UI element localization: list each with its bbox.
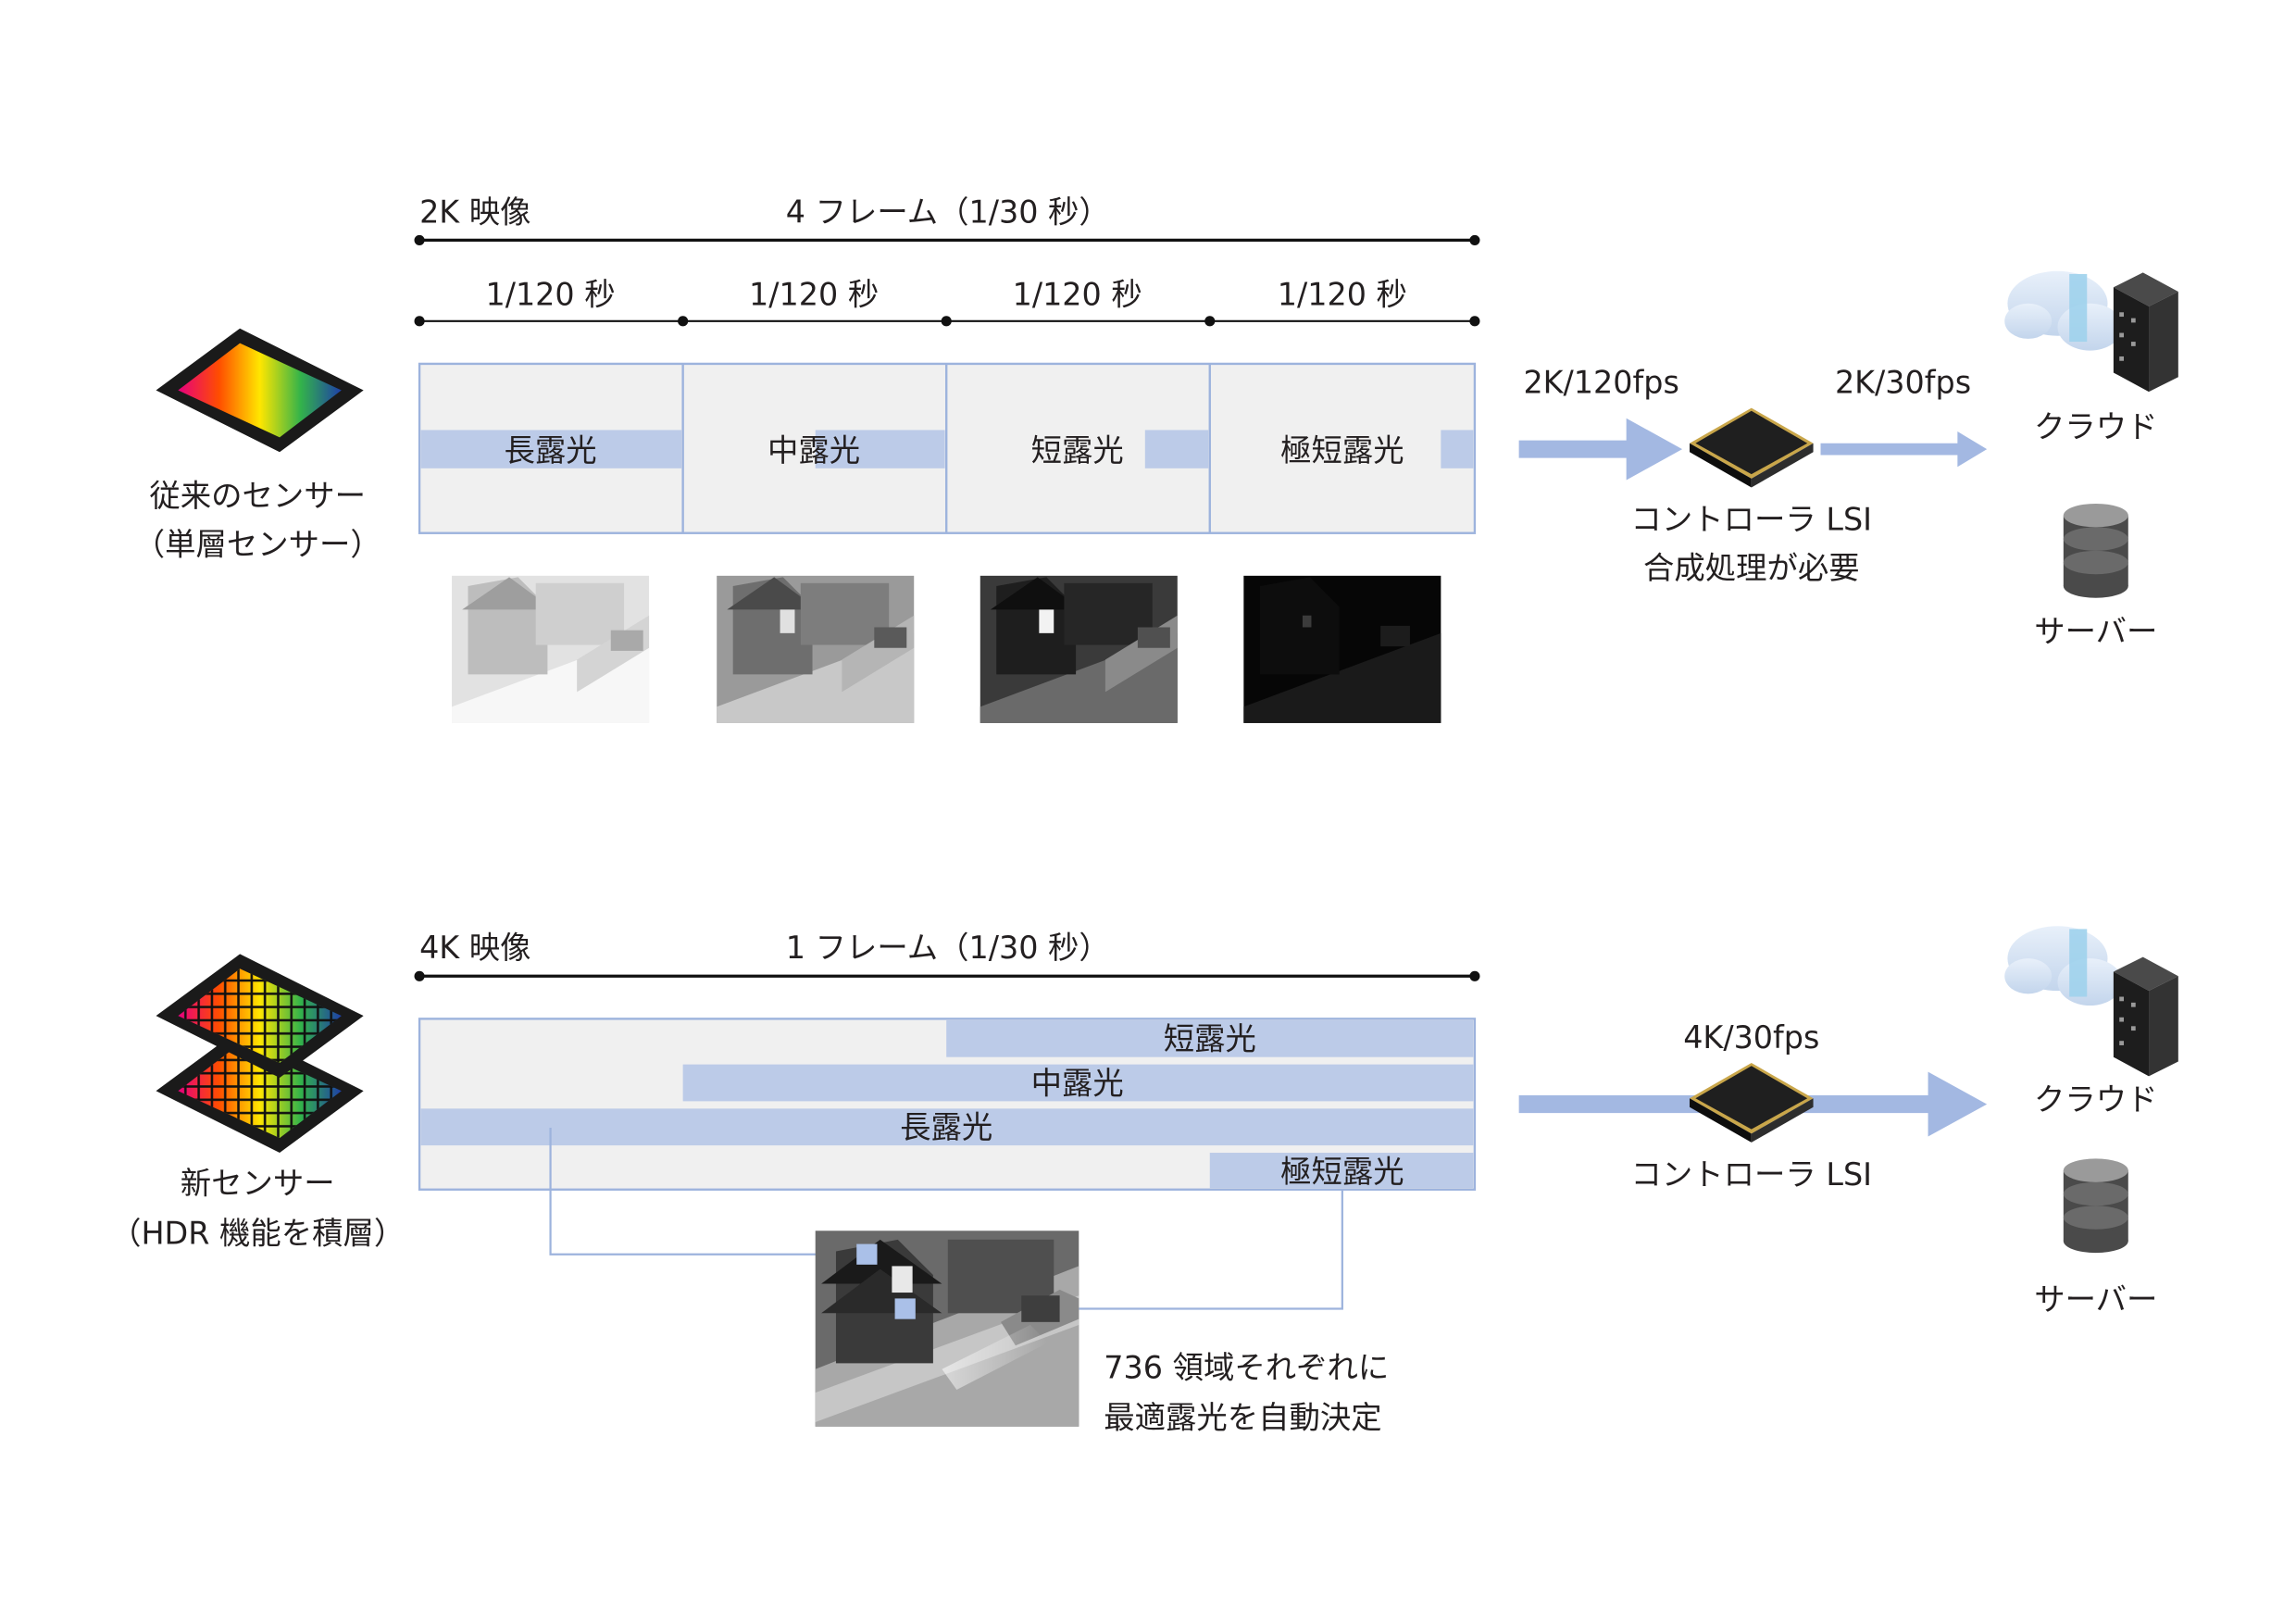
- long-exposure-bar: [420, 1108, 1474, 1146]
- server-rack-icon: [2113, 956, 2178, 1077]
- conventional-sensor-subcaption: （単層センサー）: [134, 527, 381, 563]
- top-frames-label: 4 フレーム（1/30 秒）: [786, 194, 1110, 230]
- interval-label: 1/120 秒: [1013, 276, 1142, 312]
- new-sensor-subcaption: （HDR 機能を積層）: [110, 1216, 405, 1252]
- cloud-rate: 2K/30fps: [1835, 365, 1971, 401]
- bottom-exposure-panel: [418, 1018, 1477, 1191]
- ultra-short-exposure-bar: [1209, 1153, 1474, 1189]
- mid-exposure-bar: [815, 430, 945, 468]
- exposure-label: 長露光: [900, 1109, 992, 1145]
- timeline-dot: [414, 970, 425, 981]
- bottom-video-label: 4K 映像: [419, 930, 530, 966]
- bottom-lsi-caption: コントローラ LSI: [1631, 1156, 1872, 1193]
- lsi-chip-icon: [1690, 1063, 1814, 1143]
- timeline-dot: [414, 234, 425, 245]
- region-marker: [856, 1243, 878, 1265]
- timeline-dot: [1469, 316, 1480, 327]
- exposure-label: 短露光: [1031, 432, 1124, 468]
- timeline-dot: [678, 316, 689, 327]
- region-caption: 736 領域それぞれに: [1104, 1349, 1389, 1385]
- timeline-dot: [941, 316, 952, 327]
- interval-label: 1/120 秒: [1278, 276, 1407, 312]
- long-exposure-connector: [549, 1127, 867, 1255]
- lsi-chip-icon: [1690, 407, 1814, 488]
- exposure-label: 中露光: [1031, 1065, 1124, 1101]
- timeline-dot: [1469, 234, 1480, 245]
- scene-thumbnail-short: [980, 575, 1178, 723]
- arrow-to-cloud: [1820, 431, 1988, 468]
- bottom-cloud-label: クラウド: [2034, 1081, 2158, 1118]
- timeline-dot: [414, 316, 425, 327]
- cloud-icon: [2004, 270, 2123, 351]
- bottom-server-label: サーバー: [2034, 1281, 2157, 1318]
- new-sensor-caption: 新センサー: [181, 1166, 335, 1202]
- long-exposure-bar: [420, 430, 682, 468]
- top-video-label: 2K 映像: [419, 194, 530, 230]
- interval-label: 1/120 秒: [485, 276, 615, 312]
- exposure-label: 極短露光: [1280, 1154, 1404, 1190]
- exposure-label: 中露光: [767, 432, 860, 468]
- exposure-label: 極短露光: [1280, 432, 1404, 468]
- scene-thumbnail-long: [452, 575, 650, 723]
- exposure-label: 長露光: [504, 432, 596, 468]
- top-cloud-label: クラウド: [2034, 408, 2158, 444]
- database-icon: [2063, 1158, 2128, 1254]
- bottom-frames-label: 1 フレーム（1/30 秒）: [786, 930, 1110, 966]
- short-exposure-bar: [946, 1019, 1474, 1057]
- region-marker: [894, 1298, 916, 1319]
- lsi-subcaption: 合成処理が必要: [1643, 550, 1860, 586]
- conventional-sensor-icon: [156, 328, 364, 453]
- scene-thumbnail-mid: [717, 575, 915, 723]
- interval-label: 1/120 秒: [749, 276, 879, 312]
- region-subcaption: 最適露光を自動決定: [1104, 1399, 1381, 1435]
- hdr-scene-image: [815, 1230, 1079, 1427]
- timeline-dot: [1469, 970, 1480, 981]
- top-frames-panel: [418, 362, 1477, 534]
- stacked-sensor-icon: [156, 954, 364, 1154]
- conventional-sensor-caption: 従来のセンサー: [149, 478, 366, 514]
- bottom-output-rate: 4K/30fps: [1683, 1019, 1819, 1056]
- database-icon: [2063, 503, 2128, 598]
- ultra-short-exposure-bar: [1441, 430, 1474, 468]
- mid-exposure-bar: [682, 1064, 1474, 1102]
- lsi-caption: コントローラ LSI: [1631, 502, 1872, 538]
- cloud-icon: [2004, 926, 2123, 1006]
- timeline-dot: [1204, 316, 1216, 327]
- short-exposure-bar: [1144, 430, 1209, 468]
- top-server-label: サーバー: [2034, 613, 2157, 649]
- arrow-to-lsi: [1518, 418, 1683, 481]
- scene-thumbnail-ultra-short: [1243, 575, 1441, 723]
- exposure-label: 短露光: [1164, 1021, 1256, 1057]
- server-rack-icon: [2113, 272, 2178, 393]
- top-output-rate: 2K/120fps: [1523, 365, 1678, 401]
